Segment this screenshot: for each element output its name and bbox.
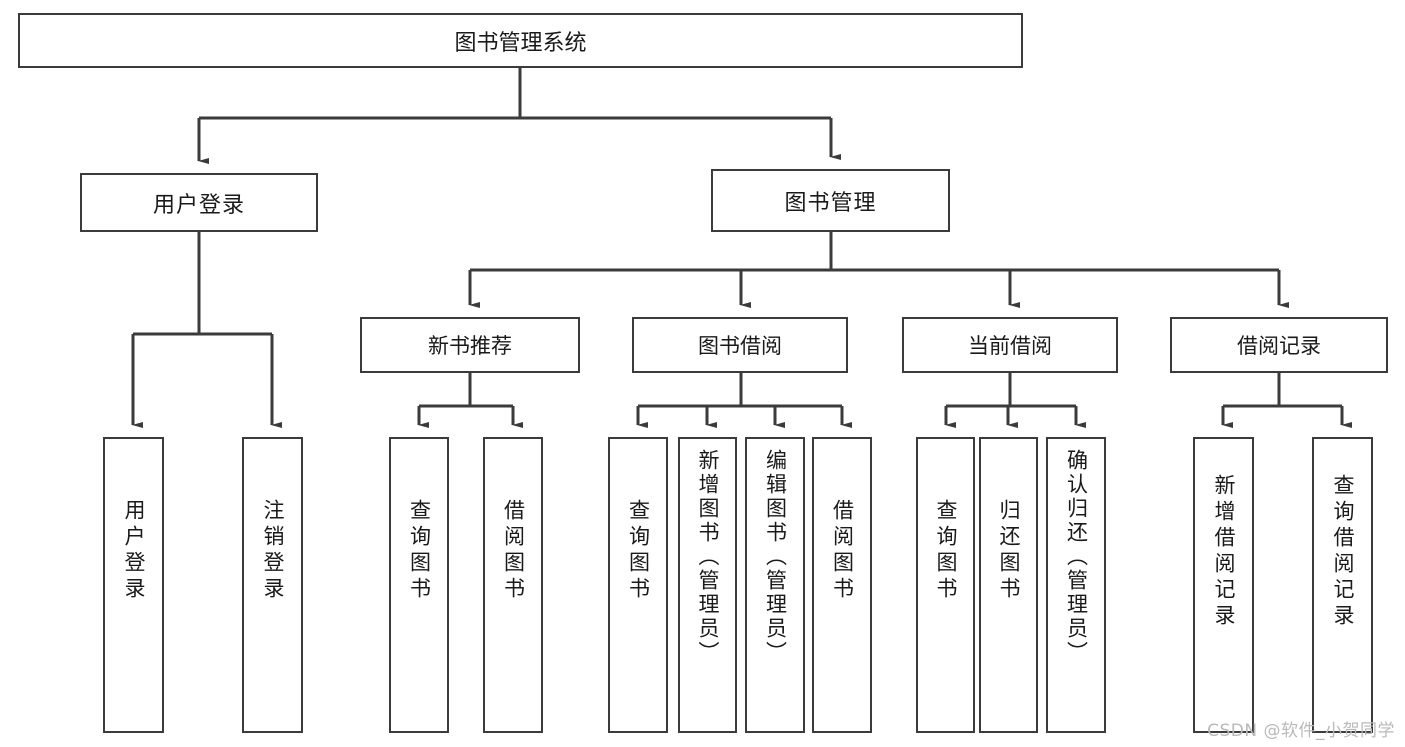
leaf-confirm-return[interactable]: 确认归还（管理员） [1046, 437, 1106, 733]
node-current-borrow[interactable]: 当前借阅 [902, 317, 1118, 373]
leaf-borrow-book-2[interactable]: 借阅图书 [812, 437, 872, 733]
node-new-book-rec[interactable]: 新书推荐 [360, 317, 580, 373]
leaf-query-book-2[interactable]: 查询图书 [608, 437, 668, 733]
leaf-user-logout[interactable]: 注销登录 [242, 437, 303, 733]
node-label: 用户登录 [152, 192, 245, 218]
node-label: 查询图书 [934, 499, 958, 603]
node-label: 借阅记录 [1237, 334, 1321, 358]
node-label: 查询借阅记录 [1331, 474, 1355, 630]
node-label: 图书管理 [784, 190, 877, 216]
node-label: 查询图书 [407, 499, 432, 603]
node-label: 借阅图书 [501, 499, 526, 603]
leaf-borrow-book-1[interactable]: 借阅图书 [483, 437, 543, 733]
node-borrow-record[interactable]: 借阅记录 [1170, 317, 1388, 373]
leaf-edit-book[interactable]: 编辑图书（管理员） [745, 437, 805, 733]
node-label: 新增图书（管理员） [696, 449, 720, 665]
leaf-add-book[interactable]: 新增图书（管理员） [678, 437, 737, 733]
node-label: 确认归还（管理员） [1064, 449, 1089, 665]
node-label: 新书推荐 [428, 334, 512, 358]
node-label: 查询图书 [626, 499, 651, 603]
leaf-query-book-3[interactable]: 查询图书 [916, 437, 975, 733]
node-label: 图书借阅 [698, 334, 782, 358]
leaf-query-record[interactable]: 查询借阅记录 [1312, 437, 1373, 733]
node-book-manage[interactable]: 图书管理 [711, 169, 950, 232]
leaf-return-book[interactable]: 归还图书 [979, 437, 1038, 733]
node-label: 注销登录 [261, 499, 285, 603]
leaf-add-record[interactable]: 新增借阅记录 [1193, 437, 1254, 733]
node-label: 当前借阅 [968, 334, 1052, 358]
node-label: 编辑图书（管理员） [763, 449, 788, 665]
leaf-query-book-1[interactable]: 查询图书 [389, 437, 449, 733]
node-label: 借阅图书 [830, 499, 855, 603]
node-label: 归还图书 [997, 499, 1021, 603]
leaf-user-login[interactable]: 用户登录 [103, 437, 164, 733]
node-book-borrow[interactable]: 图书借阅 [632, 317, 848, 373]
node-root[interactable]: 图书管理系统 [18, 13, 1023, 68]
node-label: 新增借阅记录 [1212, 474, 1236, 630]
node-label: 用户登录 [122, 499, 146, 603]
node-label: 图书管理系统 [454, 30, 587, 56]
node-user-login[interactable]: 用户登录 [80, 173, 318, 232]
